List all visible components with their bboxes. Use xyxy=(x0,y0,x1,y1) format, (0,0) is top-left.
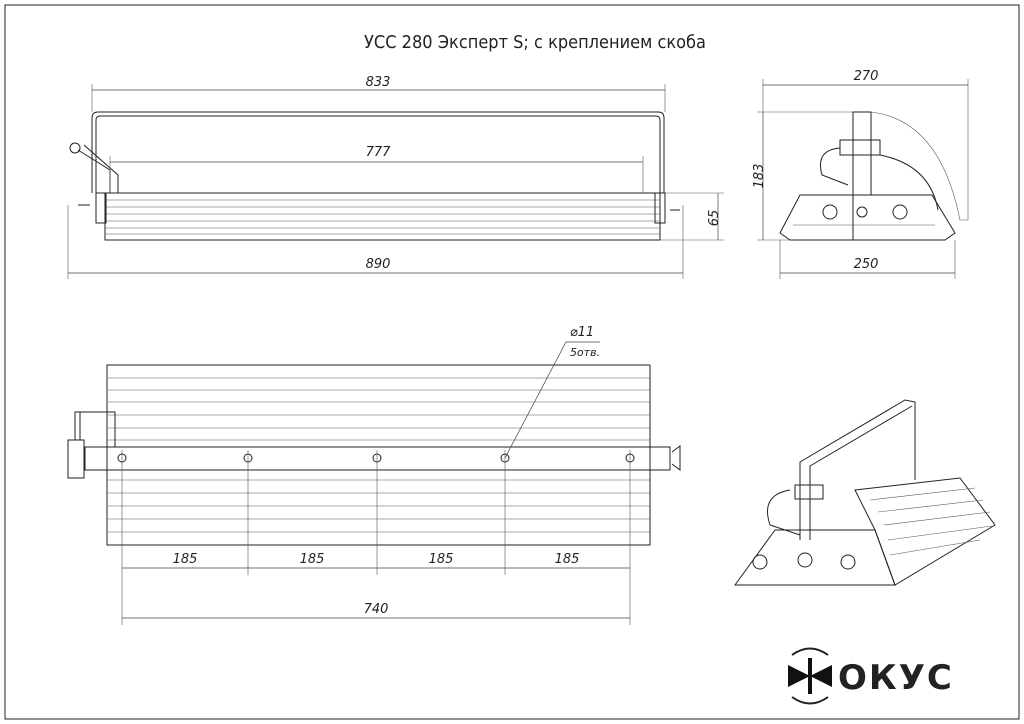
drawing-frame xyxy=(4,4,1020,720)
plan-view: 185 185 185 185 740 ⌀11 5отв. xyxy=(67,325,681,625)
dim-833: 833 xyxy=(366,75,391,90)
isometric-view xyxy=(734,399,996,586)
dim-270: 270 xyxy=(854,69,879,84)
dim-777: 777 xyxy=(366,145,392,160)
dim-spacing-3: 185 xyxy=(429,552,454,567)
dim-spacing-2: 185 xyxy=(300,552,325,567)
dim-65: 65 xyxy=(707,210,722,227)
dim-740: 740 xyxy=(364,602,389,617)
dim-spacing-4: 185 xyxy=(555,552,580,567)
dim-250: 250 xyxy=(854,257,879,272)
side-view: 270 183 250 xyxy=(752,69,969,279)
hole-count: 5отв. xyxy=(570,346,600,359)
company-logo: ОКУС xyxy=(788,647,954,705)
drawing-title: УСС 280 Эксперт S; с креплением скоба xyxy=(364,32,706,53)
logo-text: ОКУС xyxy=(838,658,954,698)
dim-183: 183 xyxy=(752,164,767,189)
front-view: 833 777 890 65 xyxy=(67,75,724,279)
mounting-holes xyxy=(117,453,635,463)
dim-890: 890 xyxy=(366,257,391,272)
hole-diameter: ⌀11 xyxy=(570,325,594,340)
dim-spacing-1: 185 xyxy=(173,552,198,567)
